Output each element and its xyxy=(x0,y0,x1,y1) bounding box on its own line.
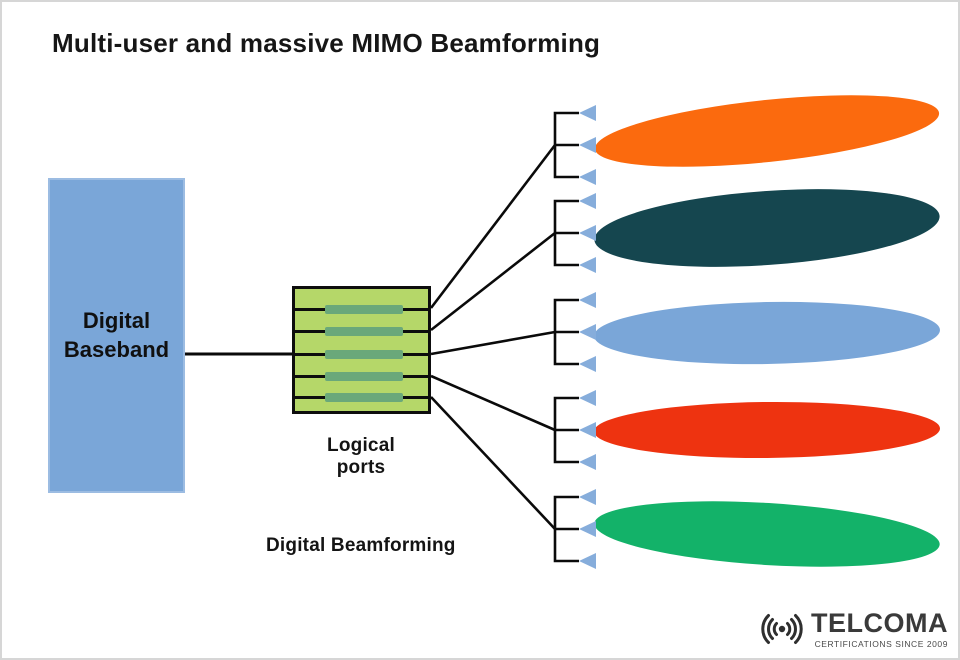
antenna-element-icon xyxy=(579,489,596,505)
beam-ellipse-4 xyxy=(594,401,940,459)
antenna-element-icon xyxy=(579,225,596,241)
logo-tagline: CERTIFICATIONS SINCE 2009 xyxy=(814,638,948,649)
antenna-element-icon xyxy=(579,169,596,185)
beam-ellipse-2 xyxy=(594,189,940,267)
port-to-antenna-line-1 xyxy=(429,144,557,309)
antenna-bracket-1 xyxy=(553,111,579,179)
port-to-antenna-line-4 xyxy=(430,374,556,432)
antenna-element-icon xyxy=(579,324,596,340)
antenna-bracket-4 xyxy=(553,396,579,464)
antenna-element-icon xyxy=(579,521,596,537)
logo-brand: TELCOMA xyxy=(811,607,948,638)
antenna-element-icon xyxy=(579,292,596,308)
antenna-element-icon xyxy=(579,257,596,273)
port-bar xyxy=(325,372,403,381)
beam-ellipse-5 xyxy=(594,501,940,567)
port-bar xyxy=(325,393,403,402)
antenna-bracket-3 xyxy=(553,298,579,366)
antenna-element-icon xyxy=(579,454,596,470)
beam-ellipse-1 xyxy=(594,95,940,167)
antenna-element-icon xyxy=(579,390,596,406)
antenna-element-icon xyxy=(579,105,596,121)
antenna-bracket-5 xyxy=(553,495,579,563)
antenna-element-icon xyxy=(579,356,596,372)
digital-beamforming-label: Digital Beamforming xyxy=(266,535,456,556)
antenna-element-icon xyxy=(579,137,596,153)
radio-waves-icon xyxy=(761,614,803,644)
page-title: Multi-user and massive MIMO Beamforming xyxy=(52,28,601,58)
port-to-antenna-line-2 xyxy=(430,231,556,332)
logo-text: TELCOMA CERTIFICATIONS SINCE 2009 xyxy=(811,607,948,649)
antenna-bracket-2 xyxy=(553,199,579,267)
port-bar xyxy=(325,327,403,336)
port-to-antenna-line-5 xyxy=(430,396,556,530)
logical-ports-label: Logical ports xyxy=(327,435,395,478)
logical-ports-box xyxy=(292,286,431,414)
antenna-element-icon xyxy=(579,422,596,438)
antenna-element-icon xyxy=(579,193,596,209)
port-bar xyxy=(325,350,403,359)
digital-baseband-label: Digital Baseband xyxy=(63,308,170,362)
telcoma-logo: TELCOMA CERTIFICATIONS SINCE 2009 xyxy=(757,608,948,650)
antenna-element-icon xyxy=(579,553,596,569)
port-to-antenna-line-3 xyxy=(430,330,556,356)
digital-baseband-block: Digital Baseband xyxy=(48,178,185,493)
beam-ellipse-3 xyxy=(594,301,940,365)
port-bar xyxy=(325,305,403,314)
